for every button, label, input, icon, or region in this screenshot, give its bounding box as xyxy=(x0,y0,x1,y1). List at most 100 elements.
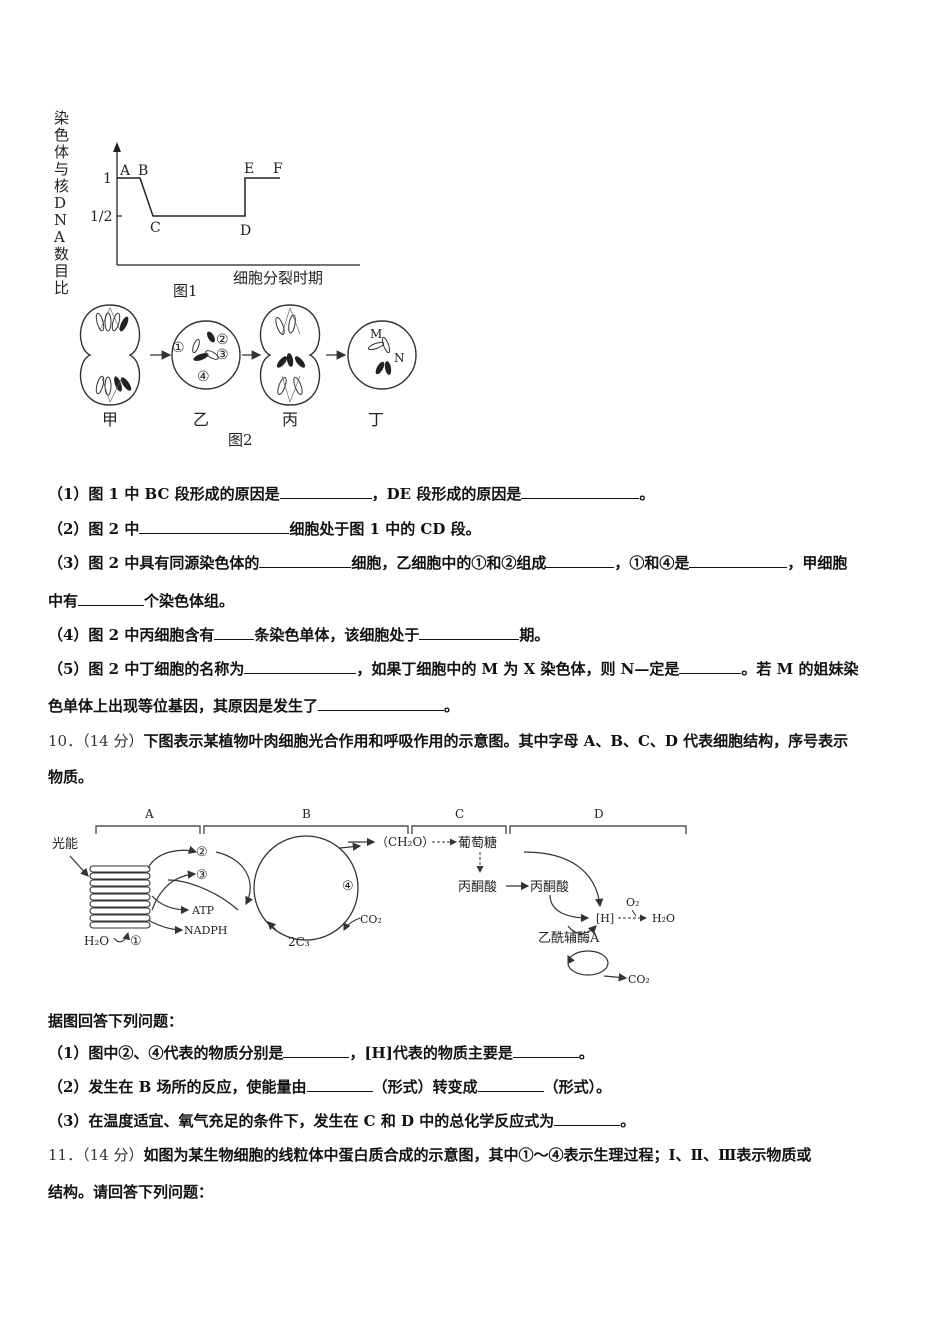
label-ding: 丁 xyxy=(368,410,384,429)
q9-3-text-d: ，甲细胞 xyxy=(787,554,848,572)
figure-1-xlabel: 细胞分裂时期 xyxy=(233,269,323,287)
yi-mark-3: ③ xyxy=(216,347,229,363)
q9-5-text-c: 。若 M 的姐妹染 xyxy=(741,660,859,678)
h-label: [H] xyxy=(596,912,614,925)
q10-2-blank-2[interactable] xyxy=(477,1077,544,1092)
q10-1-blank-2[interactable] xyxy=(512,1043,579,1058)
q9-3b-text-a: 中有 xyxy=(48,592,79,610)
point-c: C xyxy=(150,220,161,236)
figure-1: 染色体与核DNA数目比 1 1/2 A B C D E F 细胞分裂时期 图1 xyxy=(40,100,370,310)
o2-label: O₂ xyxy=(626,896,639,909)
cell-ding: M N xyxy=(347,320,417,390)
q10-part-1: （1）图中②、④代表的物质分别是，[H]代表的物质主要是。 xyxy=(48,1043,594,1063)
co2-out: CO₂ xyxy=(628,973,650,986)
co2-in: CO₂ xyxy=(360,913,382,926)
point-b: B xyxy=(138,163,148,179)
q9-3b-text-b: 个染色体组。 xyxy=(144,592,235,610)
mark-4: ④ xyxy=(342,879,354,894)
q10-number: 10．（14 分） xyxy=(48,732,144,750)
q10-stem-line-2: 物质。 xyxy=(48,768,94,786)
y-axis-arrow xyxy=(113,142,121,152)
q9-part-4: （4）图 2 中丙细胞含有条染色单体，该细胞处于期。 xyxy=(48,625,549,645)
q11-stem-line-1: 如图为某生物细胞的线粒体中蛋白质合成的示意图，其中①～④表示生理过程；Ⅰ、Ⅱ、Ⅲ… xyxy=(143,1146,812,1164)
q10-stem: 10．（14 分）下图表示某植物叶肉细胞光合作用和呼吸作用的示意图。其中字母 A… xyxy=(48,731,848,751)
q11-stem: 11．（14 分）如图为某生物细胞的线粒体中蛋白质合成的示意图，其中①～④表示生… xyxy=(48,1145,811,1165)
label-bing: 丙 xyxy=(282,410,298,429)
q9-part-5-cont: 色单体上出现等位基因，其原因是发生了 。 xyxy=(48,696,459,716)
label-jia: 甲 xyxy=(102,410,118,429)
point-f: F xyxy=(273,161,283,177)
q9-2-text-b: 细胞处于图 1 中的 CD 段。 xyxy=(289,520,481,538)
mark-2: ② xyxy=(196,845,208,860)
q10-1-blank-1[interactable] xyxy=(283,1043,350,1058)
q10-2-text-c: （形式）。 xyxy=(543,1078,612,1096)
section-a: A xyxy=(144,807,154,821)
q9-5-blank-3[interactable] xyxy=(318,696,445,711)
q9-4-blank-1[interactable] xyxy=(214,625,255,640)
q9-1-text-b: ，DE 段形成的原因是 xyxy=(371,485,522,503)
q9-3-blank-4[interactable] xyxy=(78,591,145,606)
c3-label: 2C₃ xyxy=(288,935,310,949)
q9-part-3-cont: 中有 个染色体组。 xyxy=(48,591,234,611)
q9-1-text-c: 。 xyxy=(639,485,655,503)
q10-3-blank-1[interactable] xyxy=(554,1111,621,1126)
q10-3-text-a: （3）在温度适宜、氧气充足的条件下，发生在 C 和 D 中的总化学反应式为 xyxy=(48,1112,555,1130)
ding-mark-m: M xyxy=(370,327,382,341)
q10-part-3: （3）在温度适宜、氧气充足的条件下，发生在 C 和 D 中的总化学反应式为 。 xyxy=(48,1111,635,1131)
q9-3-blank-3[interactable] xyxy=(689,553,788,568)
q9-1-text-a: （1）图 1 中 BC 段形成的原因是 xyxy=(48,485,280,503)
q10-lead: 据图回答下列问题： xyxy=(48,1011,183,1031)
q9-5-blank-1[interactable] xyxy=(244,659,357,674)
q9-1-blank-2[interactable] xyxy=(521,484,640,499)
light-label: 光能 xyxy=(52,837,78,852)
pyruvate-1: 丙酮酸 xyxy=(458,880,497,895)
section-c: C xyxy=(455,807,464,821)
cell-jia xyxy=(79,304,141,406)
calvin-cycle xyxy=(253,835,362,941)
figure-1-caption: 图1 xyxy=(173,282,198,300)
q9-4-text-c: 期。 xyxy=(519,626,550,644)
q9-part-2: （2）图 2 中细胞处于图 1 中的 CD 段。 xyxy=(48,519,481,539)
figure-2: ① ② ③ ④ xyxy=(79,304,417,449)
q10-part-2: （2）发生在 B 场所的反应，使能量由（形式）转变成（形式）。 xyxy=(48,1077,611,1097)
q9-4-blank-2[interactable] xyxy=(419,625,520,640)
tick-half: 1/2 xyxy=(90,209,113,225)
q9-3-blank-2[interactable] xyxy=(546,553,615,568)
figure-1-graph: 1 1/2 A B C D E F 细胞分裂时期 图1 xyxy=(90,142,360,300)
q10-1-text-b: ，[H]代表的物质主要是 xyxy=(349,1044,513,1062)
q10-diagram: A B C D 光能 H₂O ① ② ③ ATP NADPH （CH₂O） 葡萄… xyxy=(52,807,687,986)
q9-5b-text-a: 色单体上出现等位基因，其原因是发生了 xyxy=(48,697,319,715)
q9-5-text-a: （5）图 2 中丁细胞的名称为 xyxy=(48,660,245,678)
q9-3-text-c: ，①和④是 xyxy=(614,554,690,572)
q10-2-text-a: （2）发生在 B 场所的反应，使能量由 xyxy=(48,1078,307,1096)
acetylcoa-label: 乙酰辅酶A xyxy=(538,930,600,946)
q10-stem-cont: 物质。 xyxy=(48,767,93,787)
label-yi: 乙 xyxy=(193,410,209,429)
q9-3-blank-1[interactable] xyxy=(259,553,352,568)
pyruvate-2: 丙酮酸 xyxy=(530,880,569,895)
figure-1-ylabel: 染色体与核DNA数目比 xyxy=(54,109,70,297)
q10-1-text-a: （1）图中②、④代表的物质分别是 xyxy=(48,1044,284,1062)
ch2o-label: （CH₂O） xyxy=(376,835,434,849)
krebs-cycle xyxy=(567,950,609,976)
q9-part-1: （1）图 1 中 BC 段形成的原因是 ，DE 段形成的原因是 。 xyxy=(48,484,654,504)
point-d: D xyxy=(240,223,251,239)
section-b: B xyxy=(302,807,311,821)
q9-part-5: （5）图 2 中丁细胞的名称为，如果丁细胞中的 M 为 X 染色体，则 N—定是… xyxy=(48,659,858,679)
q9-part-3: （3）图 2 中具有同源染色体的细胞，乙细胞中的①和②组成，①和④是，甲细胞 xyxy=(48,553,847,573)
q9-2-blank-1[interactable] xyxy=(139,519,290,534)
mark-1: ① xyxy=(130,934,142,949)
cell-bing xyxy=(259,304,321,406)
point-a: A xyxy=(119,163,131,179)
atp-label: ATP xyxy=(191,904,215,917)
nadph-label: NADPH xyxy=(184,924,227,937)
tick-1: 1 xyxy=(103,171,112,187)
q9-1-blank-1[interactable] xyxy=(279,484,372,499)
q9-5b-text-b: 。 xyxy=(444,697,460,715)
point-e: E xyxy=(244,161,254,177)
q9-5-blank-2[interactable] xyxy=(679,659,742,674)
thylakoid-stack xyxy=(89,865,151,929)
q11-number: 11．（14 分） xyxy=(48,1146,144,1164)
q10-3-text-b: 。 xyxy=(620,1112,636,1130)
q10-2-blank-1[interactable] xyxy=(306,1077,373,1092)
